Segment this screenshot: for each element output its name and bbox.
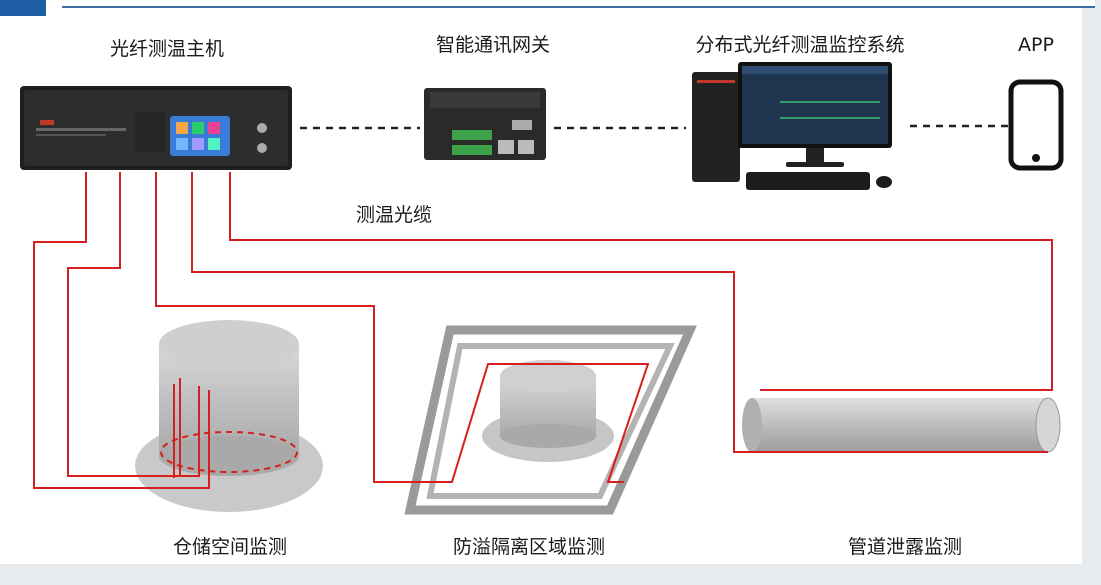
- label-app: APP: [1018, 34, 1054, 56]
- label-pipeline: 管道泄露监测: [847, 536, 963, 558]
- overflow-zone: [404, 325, 697, 515]
- label-cable: 测温光缆: [355, 204, 433, 226]
- label-system: 分布式光纤测温监控系统: [695, 34, 905, 56]
- comm-links: [300, 124, 1008, 130]
- corner-accent-tab: [0, 0, 46, 16]
- label-overflow: 防溢隔离区域监测: [452, 536, 606, 558]
- fiber-cables: [33, 172, 1053, 489]
- fiber-host-device: [20, 86, 292, 170]
- phone-device: [1008, 79, 1064, 171]
- pipeline: [742, 397, 1061, 453]
- label-gateway: 智能通讯网关: [435, 34, 551, 56]
- label-storage: 仓储空间监测: [172, 536, 288, 558]
- tank-fiber-loop: [160, 431, 298, 473]
- top-bar: [0, 0, 1095, 8]
- header-rule: [62, 6, 1095, 8]
- storage-tank: [135, 320, 323, 512]
- monitoring-pc: [692, 62, 892, 190]
- label-host: 光纤测温主机: [109, 38, 225, 60]
- gateway-device: [424, 88, 546, 160]
